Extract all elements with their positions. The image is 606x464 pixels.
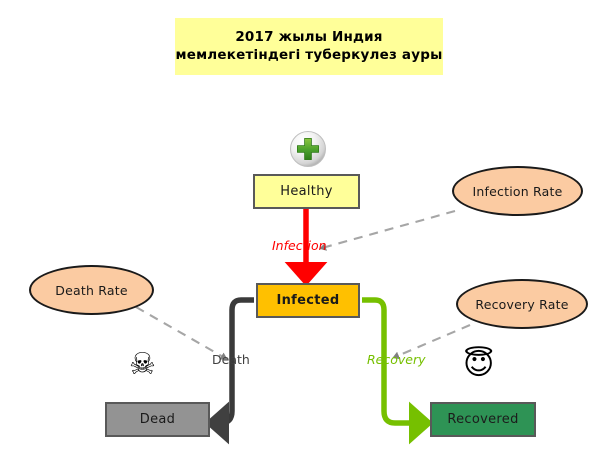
- link-infection-rate: [319, 209, 456, 251]
- stock-dead-label: Dead: [139, 412, 176, 427]
- rate-recovery[interactable]: Recovery Rate: [456, 279, 588, 329]
- stock-dead[interactable]: Dead: [105, 402, 210, 437]
- link-death-rate: [135, 306, 228, 360]
- link-recovery-rate: [392, 324, 471, 360]
- stock-recovered[interactable]: Recovered: [430, 402, 536, 437]
- rate-infection-label: Infection Rate: [472, 183, 563, 199]
- stock-recovered-label: Recovered: [447, 412, 519, 427]
- page-title-line-2: мемлекетіндегі туберкулез ауры: [175, 46, 443, 63]
- flow-label-death: Death: [212, 352, 250, 367]
- rate-recovery-label: Recovery Rate: [475, 296, 569, 312]
- skull-icon: ☠: [129, 347, 156, 382]
- flow-label-infection: Infection: [272, 238, 327, 253]
- stock-infected[interactable]: Infected: [256, 283, 360, 318]
- rate-infection[interactable]: Infection Rate: [452, 166, 583, 216]
- plus-icon[interactable]: [289, 130, 327, 168]
- edge-death-flow: [204, 297, 254, 445]
- rate-death-label: Death Rate: [55, 282, 128, 298]
- rate-death[interactable]: Death Rate: [29, 265, 154, 315]
- stock-healthy-label: Healthy: [280, 184, 333, 199]
- page-title-line-1: 2017 жылы Индия: [235, 29, 383, 46]
- stock-healthy[interactable]: Healthy: [253, 174, 360, 209]
- page-title: 2017 жылы Индия мемлекетіндегі туберкуле…: [175, 18, 443, 75]
- stock-infected-label: Infected: [276, 293, 340, 308]
- angel-face-icon: 😇: [463, 347, 495, 382]
- flow-label-recovery: Recovery: [367, 352, 426, 367]
- edge-recovery-flow: [362, 297, 434, 445]
